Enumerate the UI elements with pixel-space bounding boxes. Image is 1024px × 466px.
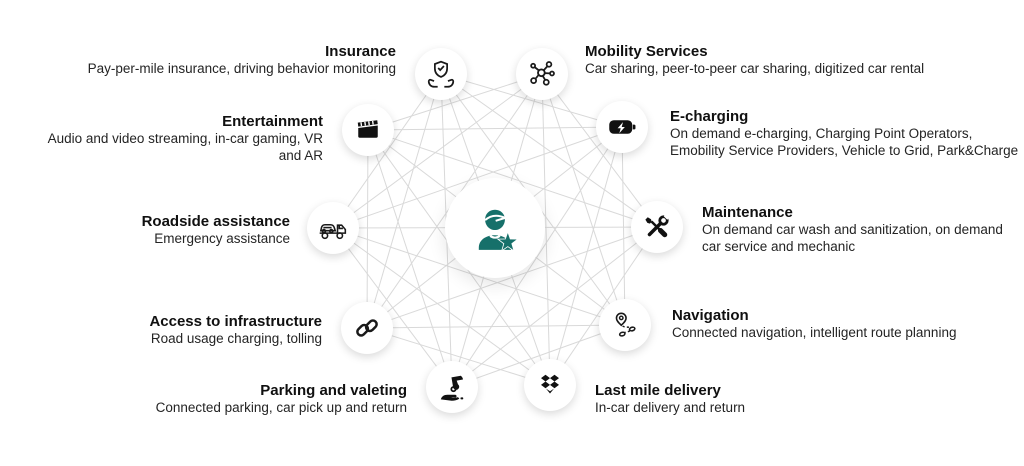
node-circle-access (341, 302, 393, 354)
node-desc-line: On demand e-charging, Charging Point Ope… (670, 126, 973, 141)
node-circle-mobility (516, 48, 568, 100)
node-circle-parking (426, 361, 478, 413)
node-title-parking: Parking and valeting (260, 382, 407, 399)
node-title-access: Access to infrastructure (149, 313, 322, 330)
battery-charge-icon (605, 110, 639, 144)
node-desc-line: Emobility Service Providers, Vehicle to … (670, 143, 1019, 158)
central-customer-node (445, 178, 545, 278)
node-desc-line: Pay-per-mile insurance, driving behavior… (87, 61, 396, 76)
node-title-entertainment: Entertainment (222, 113, 323, 130)
node-circle-maintenance (631, 201, 683, 253)
node-desc-line: On demand car wash and sanitization, on … (702, 222, 1003, 237)
tow-truck-icon (316, 211, 350, 245)
node-circle-navigation (599, 299, 651, 351)
node-title-mobility: Mobility Services (585, 43, 708, 60)
node-title-lastmile: Last mile delivery (595, 382, 721, 399)
node-desc-line: Connected parking, car pick up and retur… (155, 400, 407, 415)
node-circle-echarging (596, 101, 648, 153)
node-desc-line: car service and mechanic (702, 239, 856, 254)
chauffeur-star-icon (468, 201, 522, 255)
node-desc-line: Connected navigation, intelligent route … (672, 325, 957, 340)
node-title-navigation: Navigation (672, 307, 749, 324)
node-desc-line: Emergency assistance (154, 231, 290, 246)
chain-link-icon (352, 313, 382, 343)
key-handover-icon (436, 371, 468, 403)
node-desc-line: Car sharing, peer-to-peer car sharing, d… (585, 61, 925, 76)
network-hub-icon (527, 59, 557, 89)
tools-icon (642, 212, 672, 242)
node-circle-roadside (307, 202, 359, 254)
node-circle-lastmile (524, 359, 576, 411)
node-title-roadside: Roadside assistance (141, 213, 290, 230)
shield-hands-icon (425, 58, 457, 90)
node-title-maintenance: Maintenance (702, 204, 793, 221)
node-circle-insurance (415, 48, 467, 100)
node-title-echarging: E-charging (670, 108, 749, 125)
route-pin-icon (609, 309, 641, 341)
clapperboard-icon (353, 115, 383, 145)
node-desc-line: Audio and video streaming, in-car gaming… (47, 131, 323, 146)
node-desc-line: and AR (278, 148, 323, 163)
node-desc-line: Road usage charging, tolling (150, 331, 322, 346)
node-desc-line: In-car delivery and return (595, 400, 746, 415)
open-box-icon (535, 370, 565, 400)
node-circle-entertainment (342, 104, 394, 156)
node-title-insurance: Insurance (325, 43, 396, 60)
